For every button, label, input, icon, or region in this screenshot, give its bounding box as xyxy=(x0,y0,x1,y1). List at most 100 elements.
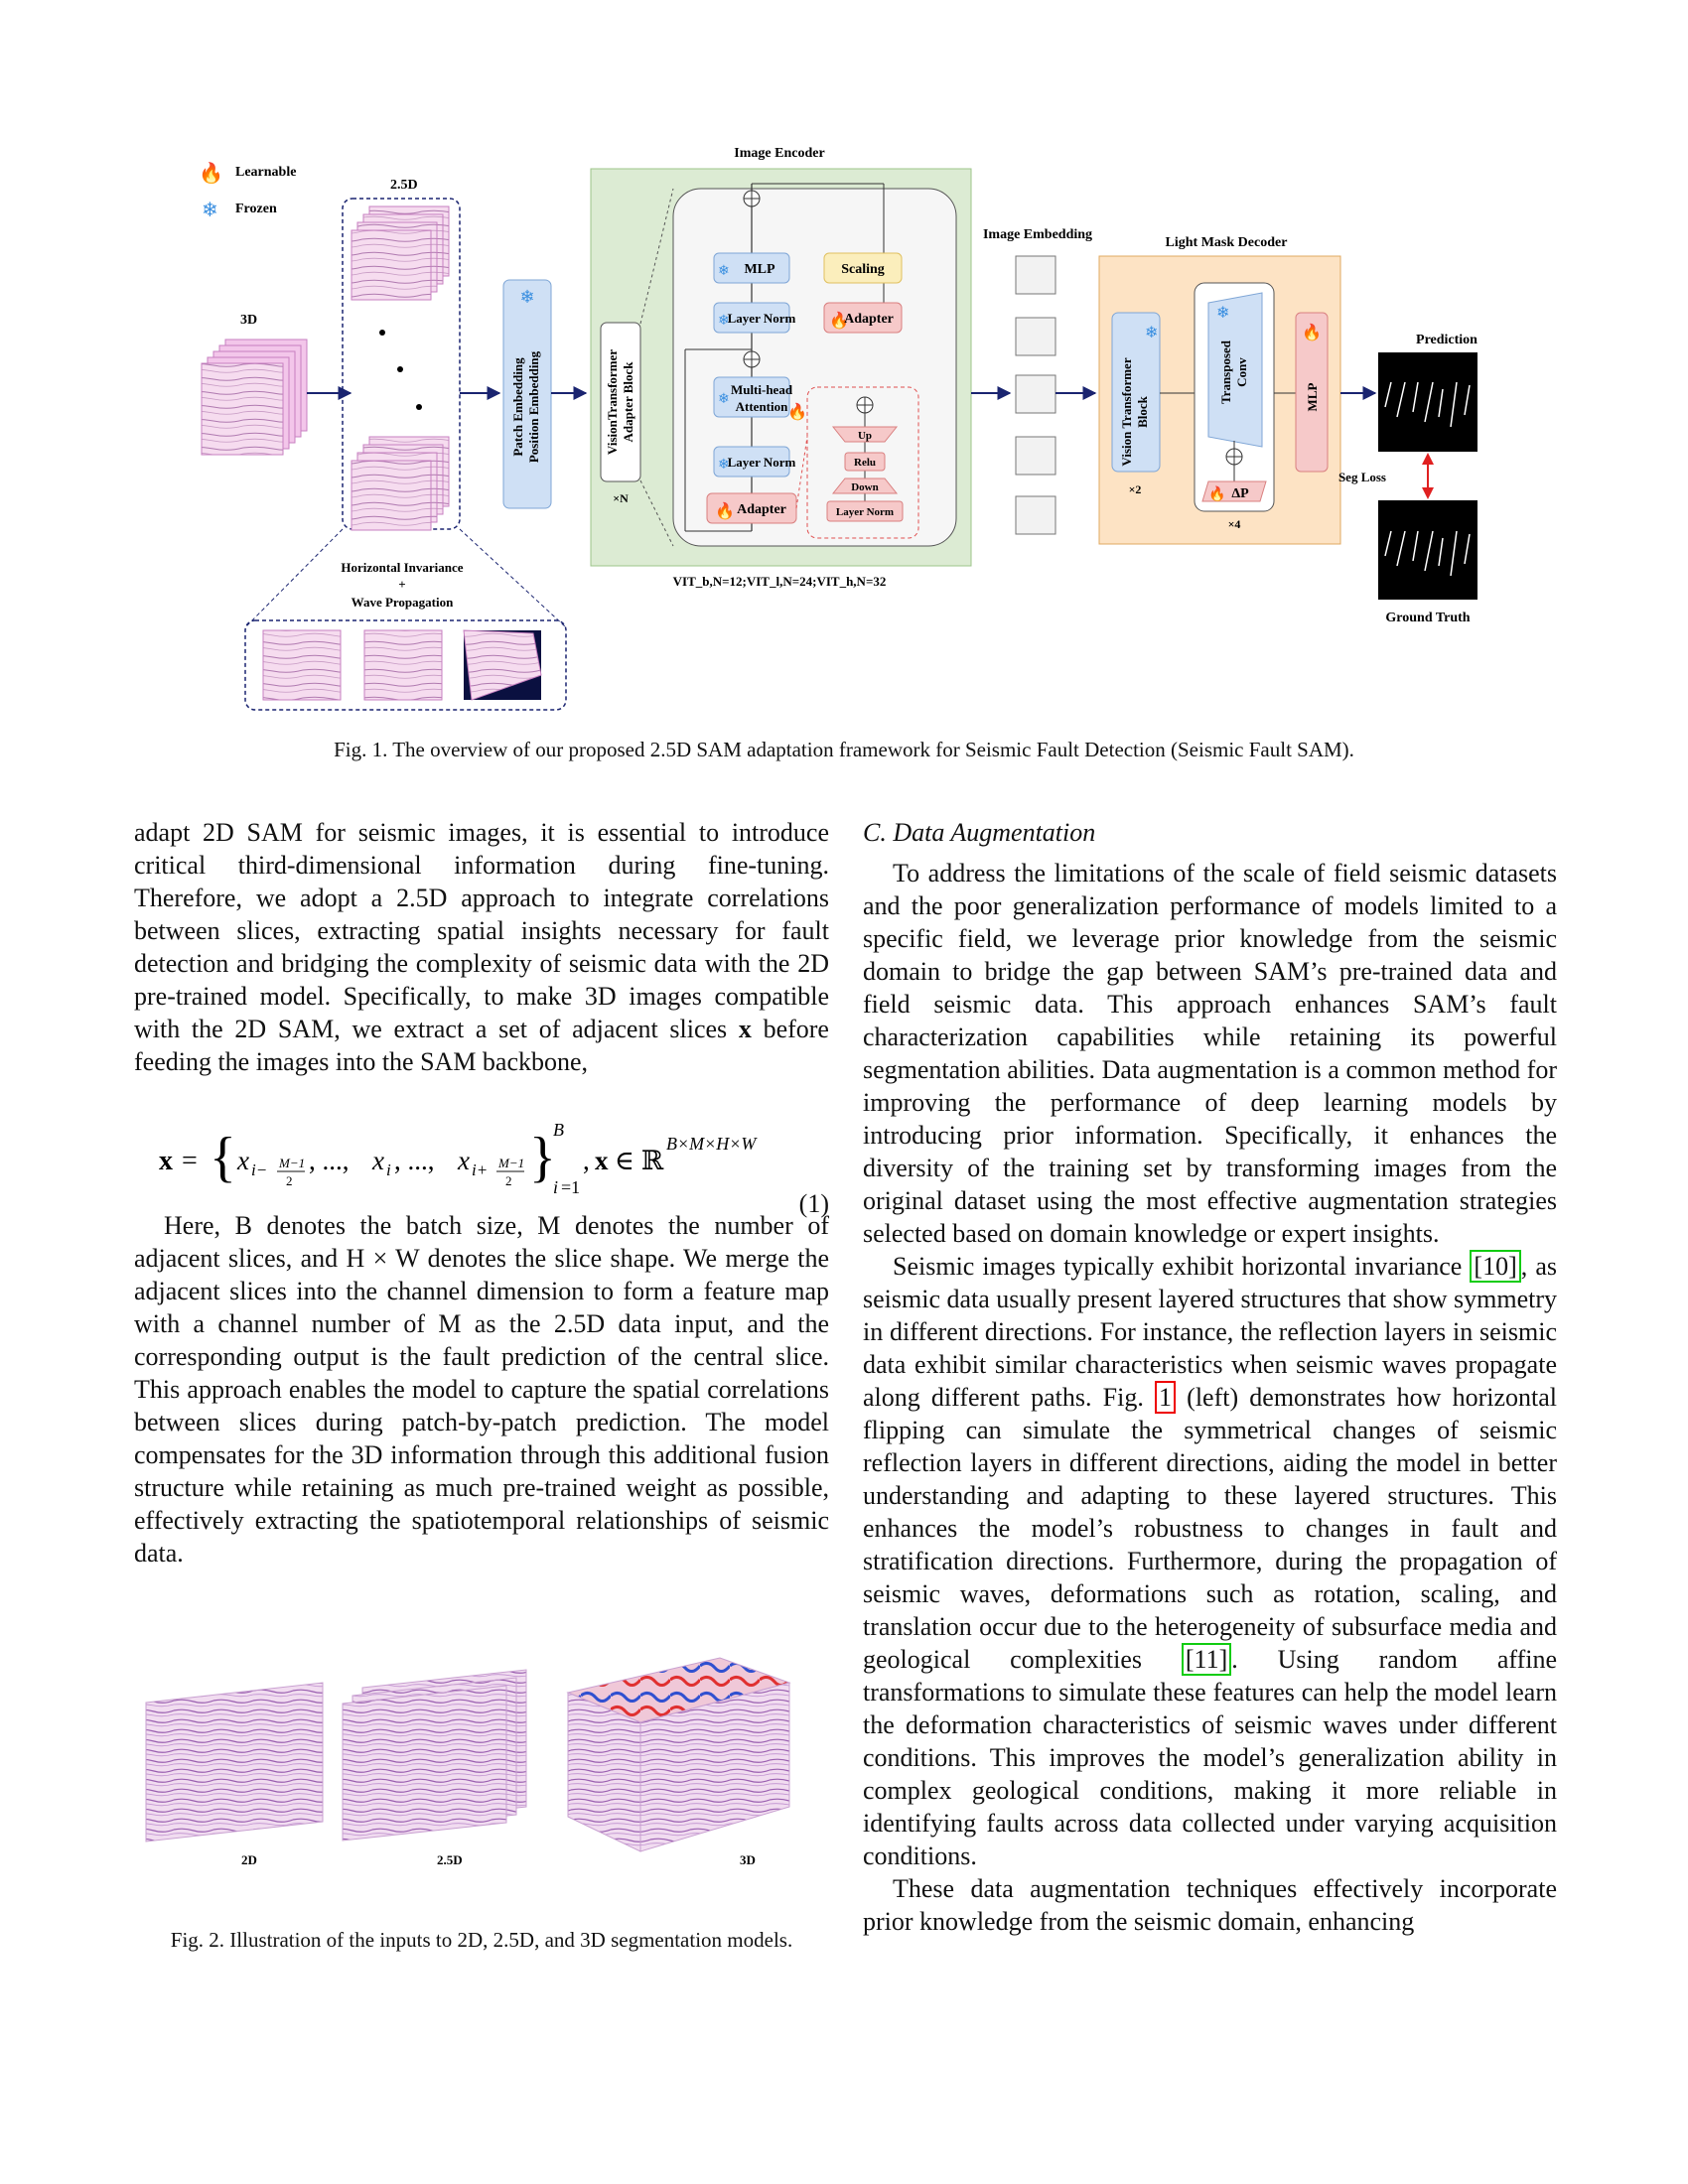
mlp-box xyxy=(713,252,790,284)
multihead-attention-box xyxy=(713,376,790,418)
aug-affine-slice xyxy=(463,629,542,701)
equation-1: x = { x i− M−1 2 , ..., x i , ..., x i+ … xyxy=(134,1110,829,1218)
snowflake-icon: ❄ xyxy=(718,264,730,279)
aug-label-1: Horizontal Invariance xyxy=(341,560,463,575)
svg-text:=: = xyxy=(182,1146,198,1176)
mha-label-1: Multi-head xyxy=(731,382,793,397)
snowflake-icon: ❄ xyxy=(718,314,730,329)
svg-text:{: { xyxy=(210,1127,236,1188)
adapter-internals-box xyxy=(806,386,919,539)
label-25d-fig2: 2.5D xyxy=(437,1852,463,1867)
scaling-label: Scaling xyxy=(841,262,885,277)
figure-1-link[interactable]: 1 xyxy=(1155,1381,1177,1414)
svg-text:i+: i+ xyxy=(472,1160,488,1179)
decoder-vit-block xyxy=(1111,312,1161,473)
svg-text:i: i xyxy=(386,1160,391,1179)
citation-10[interactable]: [10] xyxy=(1470,1250,1521,1283)
slice-stack-bottom xyxy=(351,436,450,531)
svg-text:2: 2 xyxy=(286,1173,293,1188)
adapter-layer-norm-label: Layer Norm xyxy=(836,506,894,518)
aug-label-2: Wave Propagation xyxy=(352,595,454,610)
svg-text:i: i xyxy=(553,1177,558,1197)
up-projection xyxy=(831,426,899,443)
right-column: C. Data Augmentation To address the limi… xyxy=(863,816,1557,1938)
figure-1: 🔥 Learnable ❄ Frozen 3D 2.5D Horizontal … xyxy=(199,146,1477,711)
image-embedding-title: Image Embedding xyxy=(983,227,1092,242)
adapter-layer-norm-box xyxy=(826,500,904,522)
snowflake-icon: ❄ xyxy=(519,287,534,307)
slice-stack-top xyxy=(351,205,450,301)
figure-2: 2D 2.5D 3D xyxy=(145,1657,791,1867)
svg-text:i−: i− xyxy=(251,1160,267,1179)
image-embedding-tokens xyxy=(1015,255,1056,535)
adapter-block-detail xyxy=(672,188,957,547)
svg-text:∈ ℝ: ∈ ℝ xyxy=(615,1146,664,1175)
snowflake-icon: ❄ xyxy=(202,200,218,221)
snowflake-icon: ❄ xyxy=(1145,325,1158,341)
up-label: Up xyxy=(858,430,872,442)
svg-text:x: x xyxy=(595,1146,609,1175)
snowflake-icon: ❄ xyxy=(1216,305,1229,322)
snowflake-icon: ❄ xyxy=(718,392,730,407)
legend: 🔥 Learnable ❄ Frozen xyxy=(199,161,296,221)
text-span: . Using random affine transformations to… xyxy=(863,1645,1557,1870)
decoder-mlp-label: MLP xyxy=(1305,383,1320,412)
text-span: , as seismic data usually present layere… xyxy=(863,1252,1557,1412)
flame-icon: 🔥 xyxy=(199,161,223,185)
left-column: adapt 2D SAM for seismic images, it is e… xyxy=(134,816,829,1570)
image-encoder-title: Image Encoder xyxy=(734,146,824,161)
var-x: x xyxy=(738,1015,752,1043)
augmentation-box xyxy=(244,619,567,711)
slice-2d xyxy=(145,1682,324,1843)
aug-flipped-slice xyxy=(363,629,443,701)
delta-p-label: ΔP xyxy=(1231,486,1249,501)
vit-adapter-label-2: Adapter Block xyxy=(621,361,635,443)
layer-norm-label-1: Layer Norm xyxy=(728,311,796,326)
flame-icon: 🔥 xyxy=(1208,485,1225,502)
adapter-label-2: Adapter xyxy=(737,502,786,517)
ground-truth-title: Ground Truth xyxy=(1385,611,1470,625)
relu-label: Relu xyxy=(854,457,876,469)
citation-11[interactable]: [11] xyxy=(1181,1643,1232,1676)
figure-1-caption: Fig. 1. The overview of our proposed 2.5… xyxy=(334,738,1354,761)
vit-sizes: VIT_b,N=12;VIT_l,N=24;VIT_h,N=32 xyxy=(673,574,887,589)
down-projection xyxy=(831,478,899,494)
times-2: ×2 xyxy=(1129,482,1142,496)
prediction-image xyxy=(1378,352,1477,452)
layer-norm-label-2: Layer Norm xyxy=(728,455,796,470)
figure-2-caption: Fig. 2. Illustration of the inputs to 2D… xyxy=(170,1928,793,1952)
mha-label-2: Attention xyxy=(736,399,788,414)
svg-text:,: , xyxy=(583,1146,590,1175)
aug-original-slice xyxy=(262,629,342,701)
svg-text:x: x xyxy=(371,1146,384,1175)
paragraph-2p5d-intro: adapt 2D SAM for seismic images, it is e… xyxy=(134,816,829,1078)
layer-norm-box-2 xyxy=(713,446,790,478)
legend-frozen: Frozen xyxy=(235,202,277,216)
paragraph-augmentation-intro: To address the limitations of the scale … xyxy=(863,859,1557,1248)
text-span: Seismic images typically exhibit horizon… xyxy=(893,1252,1471,1281)
svg-text:, ...,: , ..., xyxy=(394,1146,435,1175)
svg-text:}: } xyxy=(529,1127,556,1188)
mlp-label: MLP xyxy=(744,262,775,277)
seg-loss-label: Seg Loss xyxy=(1338,470,1386,484)
tconv-label-1: Transposed xyxy=(1218,340,1233,404)
svg-text:x: x xyxy=(236,1146,249,1175)
label-3d: 3D xyxy=(240,313,257,328)
decoder-vit-label-2: Block xyxy=(1135,395,1150,428)
tconv-label-2: Conv xyxy=(1234,357,1249,387)
paragraph-horizontal-invariance: Seismic images typically exhibit horizon… xyxy=(863,1250,1557,1872)
delta-p-block xyxy=(1201,480,1267,502)
section-title: C. Data Augmentation xyxy=(863,818,1096,847)
aug-plus: + xyxy=(398,577,405,592)
svg-text:B: B xyxy=(553,1120,564,1140)
text-span: (left) demonstrates how horizontal flipp… xyxy=(863,1383,1557,1674)
snowflake-icon: ❄ xyxy=(718,458,730,473)
position-embedding-label: Position Embedding xyxy=(526,350,541,463)
flame-icon: 🔥 xyxy=(715,501,735,520)
transposed-conv-block xyxy=(1207,292,1263,448)
scaling-box xyxy=(823,252,903,284)
text-span: adapt 2D SAM for seismic images, it is e… xyxy=(134,818,829,1043)
volume-3d xyxy=(201,339,308,456)
ground-truth-image xyxy=(1378,500,1477,600)
times-4: ×4 xyxy=(1228,517,1241,531)
